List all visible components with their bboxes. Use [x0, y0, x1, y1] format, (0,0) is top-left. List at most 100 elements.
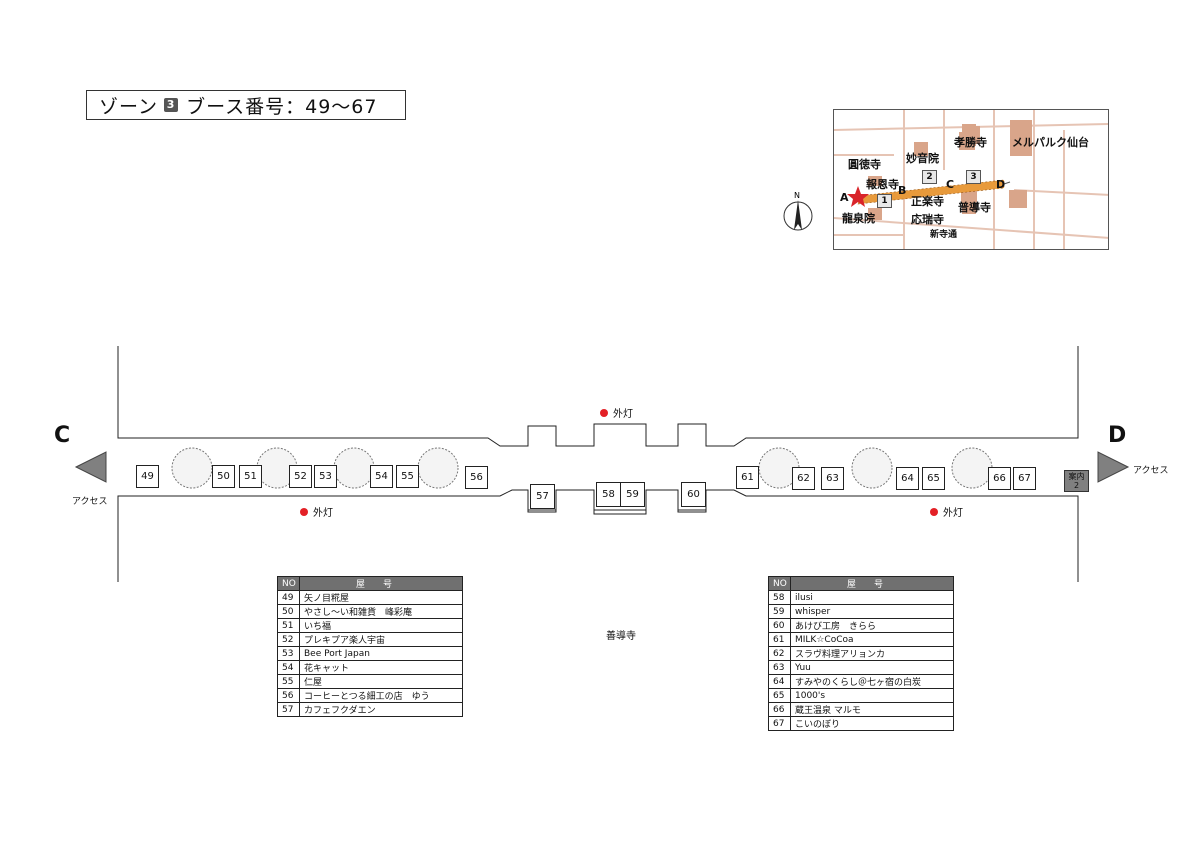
- booth-57[interactable]: 57: [530, 484, 555, 509]
- street-end-d: D: [1108, 423, 1127, 448]
- inset-zone-2: 2: [922, 170, 937, 184]
- label-hoonji: 報恩寺: [866, 178, 899, 191]
- zone-title-prefix: ゾーン: [99, 95, 159, 118]
- shop-name-cell: スラヴ料理アリョンカ: [790, 646, 954, 661]
- info-booth-2[interactable]: 案内 2: [1064, 470, 1089, 492]
- booth-number-cell: 51: [277, 618, 300, 633]
- north-label: N: [794, 191, 800, 200]
- shop-name-cell: すみやのくらし＠七ヶ宿の白炭: [790, 674, 954, 689]
- label-ozuiji: 応瑞寺: [911, 213, 944, 226]
- current-location-star: [847, 186, 869, 207]
- inset-zone-3: 3: [966, 170, 981, 184]
- access-label-left: アクセス: [72, 497, 108, 507]
- shop-name-cell: Bee Port Japan: [299, 646, 463, 661]
- shop-name-cell: コーヒーとつる細工の店 ゆう: [299, 688, 463, 703]
- access-arrow-right-icon: [1097, 451, 1130, 483]
- booth-51[interactable]: 51: [239, 465, 262, 488]
- street-end-c: C: [54, 423, 71, 448]
- booth-number-cell: 64: [768, 674, 791, 689]
- inset-map-graphic: [834, 110, 1108, 249]
- point-c: C: [946, 178, 955, 191]
- booth-number-cell: 56: [277, 688, 300, 703]
- label-myotokuin: 妙音院: [906, 152, 939, 165]
- booth-55[interactable]: 55: [396, 465, 419, 488]
- zone-title-booths: ブース番号：49〜67: [186, 95, 378, 118]
- tree-icon: [851, 447, 893, 489]
- melpark-building: [1010, 120, 1032, 156]
- booth-58[interactable]: 58: [596, 482, 621, 507]
- label-entokuji: 圓徳寺: [848, 158, 881, 171]
- point-d: D: [996, 178, 1006, 191]
- booth-number-cell: 58: [768, 590, 791, 605]
- booth-number-cell: 49: [277, 590, 300, 605]
- zone-badge: 3: [164, 98, 179, 112]
- lamp-label: 外灯: [613, 409, 633, 420]
- access-label-right: アクセス: [1133, 466, 1169, 476]
- col-no: NO: [768, 576, 791, 591]
- booth-54[interactable]: 54: [370, 465, 393, 488]
- access-arrow-left-icon: [74, 451, 107, 483]
- inset-zone-1: 1: [877, 194, 892, 208]
- shop-name-cell: 花キャット: [299, 660, 463, 675]
- lamp-label: 外灯: [943, 508, 963, 519]
- booth-63[interactable]: 63: [821, 467, 844, 490]
- booth-67[interactable]: 67: [1013, 467, 1036, 490]
- shop-name-cell: MILK☆CoCoa: [790, 632, 954, 647]
- shop-name-cell: Yuu: [790, 660, 954, 675]
- label-shorakuji: 正楽寺: [911, 195, 944, 208]
- booth-65[interactable]: 65: [922, 467, 945, 490]
- shop-name-cell: 仁屋: [299, 674, 463, 689]
- kosho-building: [962, 124, 976, 146]
- booth-49[interactable]: 49: [136, 465, 159, 488]
- booth-number-cell: 60: [768, 618, 791, 633]
- booth-50[interactable]: 50: [212, 465, 235, 488]
- street-lamp: 外灯: [930, 504, 963, 519]
- booth-number-cell: 57: [277, 702, 300, 717]
- booth-56[interactable]: 56: [465, 466, 488, 489]
- shop-name-cell: カフェフクダエン: [299, 702, 463, 717]
- booth-61[interactable]: 61: [736, 466, 759, 489]
- shop-name-cell: 1000's: [790, 688, 954, 703]
- label-shinteradori: 新寺通: [930, 230, 958, 240]
- inset-roads: [834, 110, 1108, 249]
- booth-66[interactable]: 66: [988, 467, 1011, 490]
- north-arrow-icon: N: [783, 191, 813, 231]
- booth-53[interactable]: 53: [314, 465, 337, 488]
- label-melpark: メルパルク仙台: [1012, 136, 1089, 149]
- booth-number-cell: 66: [768, 702, 791, 717]
- booth-number-cell: 59: [768, 604, 791, 619]
- event-route: [858, 180, 1004, 204]
- lamp-label: 外灯: [313, 508, 333, 519]
- booth-number-cell: 62: [768, 646, 791, 661]
- booth-64[interactable]: 64: [896, 467, 919, 490]
- label-fudoji: 普導寺: [958, 201, 991, 214]
- tree-icon: [171, 447, 213, 489]
- lamp-icon: [930, 507, 938, 516]
- booth-62[interactable]: 62: [792, 467, 815, 490]
- booth-number-cell: 53: [277, 646, 300, 661]
- booth-59[interactable]: 59: [620, 482, 645, 507]
- street-lamp: 外灯: [600, 405, 633, 420]
- booth-52[interactable]: 52: [289, 465, 312, 488]
- booth-number-cell: 52: [277, 632, 300, 647]
- booth-60[interactable]: 60: [681, 482, 706, 507]
- booth-number-cell: 61: [768, 632, 791, 647]
- label-kosho: 孝勝寺: [954, 136, 987, 149]
- tree-icon: [417, 447, 459, 489]
- booth-number-cell: 65: [768, 688, 791, 703]
- point-b: B: [898, 184, 907, 197]
